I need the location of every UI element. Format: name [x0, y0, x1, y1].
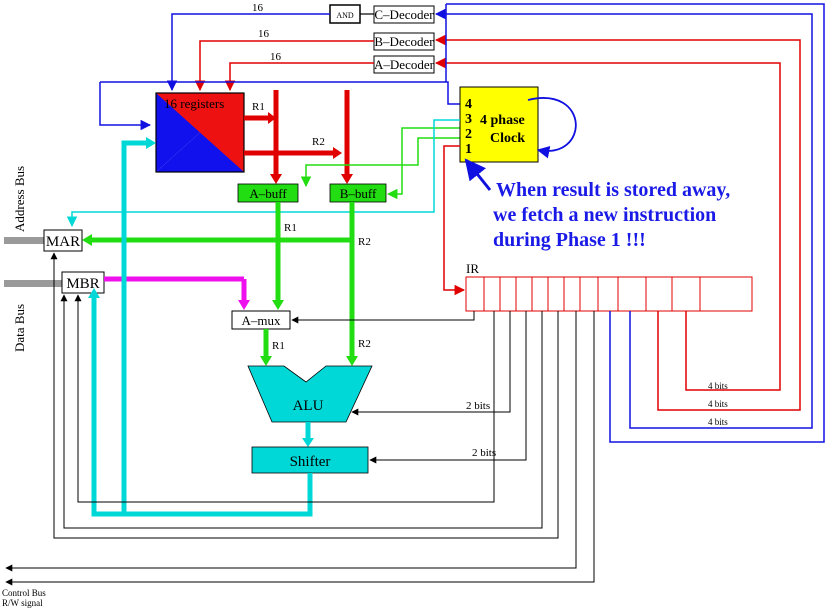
- annotation-pointer: [464, 158, 492, 191]
- c-bus-width-label: 16: [252, 2, 264, 14]
- b-bus-width-label: 16: [258, 28, 270, 40]
- svg-text:A–buff: A–buff: [249, 186, 287, 201]
- svg-text:4 bits: 4 bits: [708, 417, 728, 427]
- b-decoder-output-line: [194, 40, 374, 92]
- svg-text:R1: R1: [252, 101, 265, 113]
- register-file: 16 registers: [155, 92, 245, 173]
- svg-text:AND: AND: [336, 11, 354, 20]
- clock-phase1-to-ir: [443, 145, 466, 296]
- rw-signal-label: R/W signal: [2, 598, 43, 608]
- ir-label: IR: [466, 261, 479, 276]
- b-buff: B–buff: [329, 183, 387, 203]
- ir-to-a-decoder: [434, 57, 781, 391]
- svg-text:16 registers: 16 registers: [164, 96, 224, 111]
- shifter-output-bus: [91, 296, 313, 517]
- svg-text:4 phase: 4 phase: [480, 113, 525, 128]
- a-decoder: A–Decoder: [373, 55, 435, 74]
- svg-text:C–Decoder: C–Decoder: [374, 7, 434, 22]
- svg-text:R2: R2: [358, 338, 371, 350]
- clock-phase2-to-bbuff: [386, 127, 460, 200]
- control-bus-label: Control Bus: [2, 588, 46, 598]
- svg-text:B–buff: B–buff: [340, 186, 377, 201]
- reg-write-line-top: [99, 82, 152, 131]
- ir-to-b-decoder: [434, 34, 801, 411]
- svg-text:2 bits: 2 bits: [472, 447, 496, 459]
- svg-text:ALU: ALU: [293, 398, 324, 414]
- svg-text:2: 2: [465, 127, 472, 142]
- clock-loop-arrow: [527, 97, 577, 159]
- svg-text:A–mux: A–mux: [242, 313, 282, 328]
- mbr: MBR: [61, 271, 105, 294]
- clock-phase3-to-mar: [66, 119, 460, 228]
- mar: MAR: [43, 229, 83, 252]
- svg-text:R2: R2: [358, 236, 371, 248]
- svg-text:3: 3: [465, 112, 472, 127]
- c-decoder: C–Decoder: [373, 5, 435, 24]
- a-decoder-output-line: [224, 62, 374, 92]
- svg-text:Shifter: Shifter: [290, 454, 331, 470]
- ir-to-mar-lines: [50, 252, 559, 539]
- phase-annotation: When result is stored away, we fetch a n…: [493, 179, 730, 251]
- ir-to-mbr-line2: [74, 294, 495, 503]
- svg-text:B–Decoder: B–Decoder: [374, 34, 434, 49]
- svg-text:R2: R2: [312, 136, 325, 148]
- svg-text:we fetch a new instruction: we fetch a new instruction: [493, 204, 716, 226]
- ir-to-c-decoder: [434, 8, 813, 429]
- b-decoder: B–Decoder: [373, 32, 435, 51]
- svg-text:Clock: Clock: [490, 131, 525, 146]
- svg-text:during Phase 1 !!!: during Phase 1 !!!: [493, 229, 646, 251]
- ir-to-amux: [291, 311, 475, 324]
- ir-outer-blue: [446, 3, 825, 443]
- address-bus-label: Address Bus: [12, 166, 27, 232]
- a-bus-width-label: 16: [270, 51, 282, 63]
- data-bus-line: [4, 280, 62, 287]
- a-buff: A–buff: [237, 183, 299, 203]
- svg-text:MBR: MBR: [66, 276, 99, 292]
- c-decoder-output-line: [166, 13, 330, 92]
- svg-text:R1: R1: [284, 222, 297, 234]
- svg-text:4: 4: [465, 97, 472, 112]
- a-mux: A–mux: [231, 310, 291, 330]
- svg-text:A–Decoder: A–Decoder: [374, 57, 435, 72]
- clock-phase2-to-abuff: [300, 137, 460, 188]
- svg-text:R1: R1: [272, 340, 285, 352]
- svg-text:2 bits: 2 bits: [466, 400, 490, 412]
- svg-text:When result is stored away,: When result is stored away,: [496, 179, 730, 201]
- control-bus-line-1: [5, 311, 577, 572]
- ir-to-alu: [351, 311, 511, 416]
- shifter: Shifter: [251, 446, 369, 474]
- svg-text:4 bits: 4 bits: [708, 381, 728, 391]
- ir-to-shifter: [369, 311, 527, 464]
- svg-text:MAR: MAR: [46, 234, 80, 250]
- svg-text:1: 1: [465, 142, 472, 157]
- control-bus-line-2: [5, 311, 595, 586]
- instruction-register: [465, 276, 753, 312]
- four-phase-clock: 4 3 2 1 4 phase Clock: [459, 86, 539, 163]
- alu: ALU: [247, 365, 373, 423]
- ir-to-mbr-lines: [60, 294, 543, 529]
- and-gate: AND: [329, 4, 361, 24]
- shifter-to-register-bus: [121, 140, 146, 514]
- data-bus-label: Data Bus: [12, 304, 27, 352]
- address-bus-line: [4, 237, 44, 244]
- clock-to-register-line: [100, 81, 460, 105]
- svg-text:4 bits: 4 bits: [708, 399, 728, 409]
